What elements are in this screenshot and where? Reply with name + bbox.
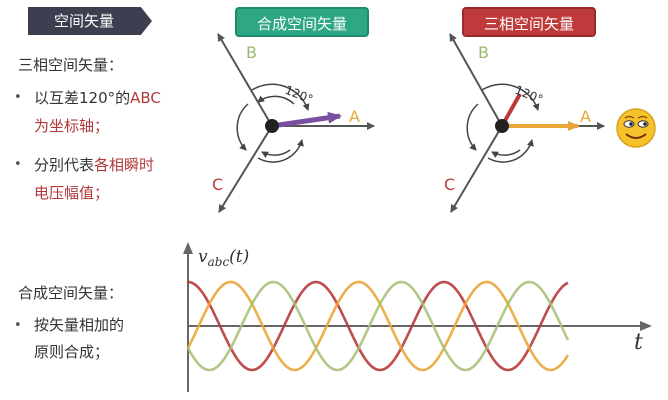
origin-dot [495,119,509,133]
angle-arc-ba [257,95,295,105]
phase-waves [186,280,570,372]
composite-bullet-line2: 原则合成； [34,343,110,361]
x-axis-label: t [634,330,643,355]
y-label-sub: abc [208,255,230,269]
composite-vector-diagram: B A C 120° [212,33,375,213]
y-label-arg: (t) [229,247,249,267]
bullet1-line2: 为坐标轴； [34,117,110,135]
three-phase-vector-diagram: B A C 120° [444,33,605,213]
bullet2-highlight: 各相瞬时 [94,156,155,174]
composite-vector-arrow [271,111,342,129]
bullet1-line1: 以互差120°的ABC [34,88,161,108]
axis-b-line [217,33,273,127]
waveform-plot: vabc(t) t [183,242,652,392]
bullet2-line1: 分别代表各相瞬时 [34,155,154,175]
angle-label: 120° [283,83,315,107]
angle-arc-bc [236,103,249,151]
angle-arc-ca [487,139,534,163]
bullet-dot: • [14,157,22,172]
phase-c-wave [186,280,570,372]
axis-c-label: C [444,175,455,194]
angle-arc-ab [481,83,540,111]
angle-arc-bc [466,103,479,151]
axis-c-label: C [212,175,223,194]
three-phase-heading: 三相空间矢量： [18,56,124,74]
axis-a-label: A [349,107,360,126]
angle-label: 120° [513,83,545,107]
composite-vector-title: 合成空间矢量 [235,7,369,37]
axis-b-label: B [478,43,489,62]
angle-arc-ca [257,139,304,163]
bullet2-line2: 电压幅值； [34,184,110,202]
y-label-v: v [198,247,208,267]
section-ribbon-label: 空间矢量 [54,12,115,30]
angle-arc-ab [251,83,310,111]
bullet-dot: • [14,90,22,105]
axis-c-line [218,125,273,213]
composite-heading: 合成空间矢量： [18,284,124,302]
axis-b-label: B [246,43,257,62]
bullet2-text: 分别代表 [34,156,95,174]
smiley-emoji-icon [616,108,656,148]
phase-a-wave [187,280,569,372]
axis-c-line [450,125,503,213]
three-phase-vector-title: 三相空间矢量 [462,7,596,37]
angle-arc-ac [261,149,291,158]
bullet1-highlight: ABC [130,89,161,107]
angle-arc-ac [491,149,521,158]
origin-dot [265,119,279,133]
axis-b-line [449,33,503,127]
bullet1-text: 以互差120°的 [34,89,131,107]
axis-a-label: A [580,107,591,126]
section-ribbon: 空间矢量 [28,7,152,35]
bullet-dot: • [14,318,22,333]
composite-bullet-line1: 按矢量相加的 [34,316,125,334]
y-axis-label: vabc(t) [198,247,249,269]
